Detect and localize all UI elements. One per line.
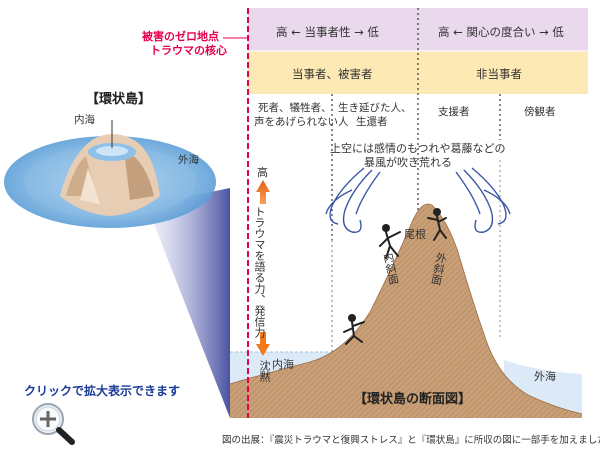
section-inner-sea-label: 内海: [272, 358, 294, 371]
person-icon: [433, 208, 441, 216]
island-title: 【環状島】: [86, 92, 152, 107]
axis-low-label: 沈黙: [258, 360, 271, 382]
zoom-button[interactable]: [28, 400, 80, 446]
column-survivors-line2: 生還者: [356, 116, 388, 128]
climber-figures: [343, 208, 447, 345]
cross-section: [229, 203, 583, 418]
magnifier-plus-icon: [32, 403, 75, 445]
weather-note-line1: 上空には感情のもつれや葛藤などの: [330, 142, 506, 155]
person-icon: [382, 224, 390, 232]
core-label-secondary: トラウマの核心: [150, 44, 227, 57]
header-row2-left: 当事者、被害者: [292, 67, 373, 81]
column-supporters: 支援者: [438, 106, 470, 118]
column-bystanders: 傍観者: [524, 106, 556, 118]
weather-note-line2: 暴風が吹き荒れる: [364, 156, 452, 169]
projection-beam: [148, 188, 230, 418]
section-outer-sea-label: 外海: [534, 370, 556, 383]
person-icon: [348, 314, 356, 322]
source-note: 図の出展：『震災トラウマと復興ストレス』と『環状島』に所収の図に一部手を加えまし…: [222, 435, 600, 446]
arrow-up-icon: [256, 180, 270, 204]
header-row1-left: 高 ← 当事者性 → 低: [276, 25, 379, 39]
ring-island-illustration: [4, 120, 216, 228]
axis-label: トラウマを語る力、発信力: [253, 206, 266, 338]
ridge-label: 尾根: [404, 228, 426, 241]
zoom-hint-link[interactable]: クリックで拡大表示できます: [24, 384, 181, 398]
header-row2-right: 非当事者: [476, 67, 522, 81]
arrow-down-icon: [256, 332, 270, 356]
column-victims-line2: 声をあげられない人: [254, 116, 349, 128]
column-dividers: [223, 8, 501, 418]
column-survivors-line1: 生き延びた人、: [338, 102, 412, 114]
island-inner-sea-label: 内海: [74, 114, 95, 126]
header-row1-right: 高 ← 関心の度合い → 低: [438, 25, 564, 39]
island-outer-sea-label: 外海: [178, 154, 199, 166]
mountain-shape: [230, 204, 582, 418]
storm-icon: [325, 167, 511, 233]
column-victims-line1: 死者、犠牲者、: [258, 102, 332, 114]
core-label: 被害のゼロ地点: [142, 30, 219, 43]
axis-arrows: [256, 180, 270, 356]
section-caption: 【環状島の断面図】: [354, 392, 472, 407]
axis-high-label: 高: [257, 166, 268, 179]
